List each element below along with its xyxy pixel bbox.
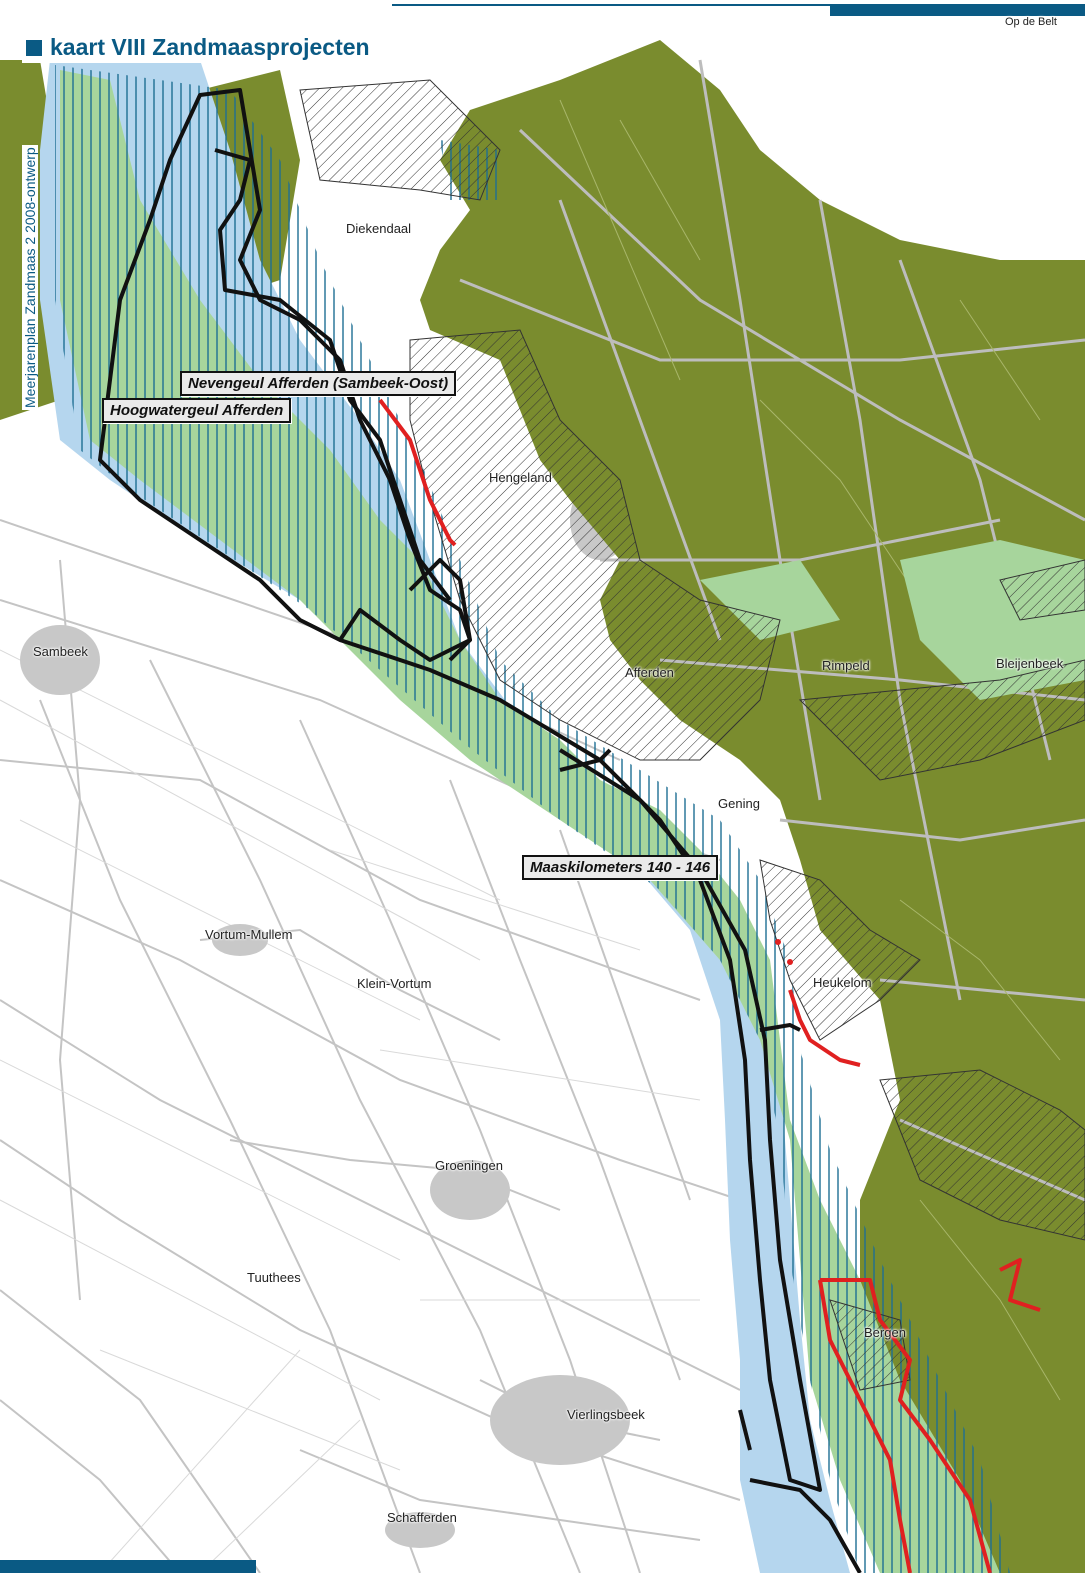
project-label-nevengeul[interactable]: Nevengeul Afferden (Sambeek-Oost) xyxy=(180,371,457,396)
map-title-text: kaart VIII Zandmaasprojecten xyxy=(50,34,370,60)
place-label: Klein-Vortum xyxy=(357,976,432,991)
frame-top-line xyxy=(392,4,1085,6)
place-label: Op de Belt xyxy=(1005,16,1057,28)
frame-bottom-accent xyxy=(0,1560,256,1573)
place-label: Gening xyxy=(718,796,760,811)
frame-top-accent xyxy=(830,4,1085,16)
place-label: Heukelom xyxy=(813,975,872,990)
project-label-maaskilometers[interactable]: Maaskilometers 140 - 146 xyxy=(522,855,719,880)
red-lines xyxy=(378,398,1041,1573)
hatched-zones xyxy=(299,79,1085,1391)
place-label: Groeningen xyxy=(435,1158,503,1173)
place-label: Vortum-Mullem xyxy=(205,927,293,942)
forest-area xyxy=(420,40,1085,1573)
project-zone-hatched xyxy=(55,65,1010,1573)
place-label: Schafferden xyxy=(387,1510,457,1525)
place-label: Bergen xyxy=(864,1325,906,1340)
place-label: Hengeland xyxy=(489,470,552,485)
place-label: Vierlingsbeek xyxy=(567,1407,645,1422)
place-label: Sambeek xyxy=(33,644,88,659)
map-subtitle: Meerjarenplan Zandmaas 2 2008-ontwerp xyxy=(22,145,38,410)
place-label: Afferden xyxy=(625,665,674,680)
place-label: Bleijenbeek xyxy=(996,656,1064,671)
place-label: Diekendaal xyxy=(346,221,412,236)
title-square-icon xyxy=(26,39,42,56)
place-label: Rimpeld xyxy=(822,658,870,673)
place-label: Tuuthees xyxy=(247,1270,301,1285)
project-label-hoogwatergeul[interactable]: Hoogwatergeul Afferden xyxy=(102,398,292,423)
map-title: kaart VIII Zandmaasprojecten xyxy=(22,32,376,63)
